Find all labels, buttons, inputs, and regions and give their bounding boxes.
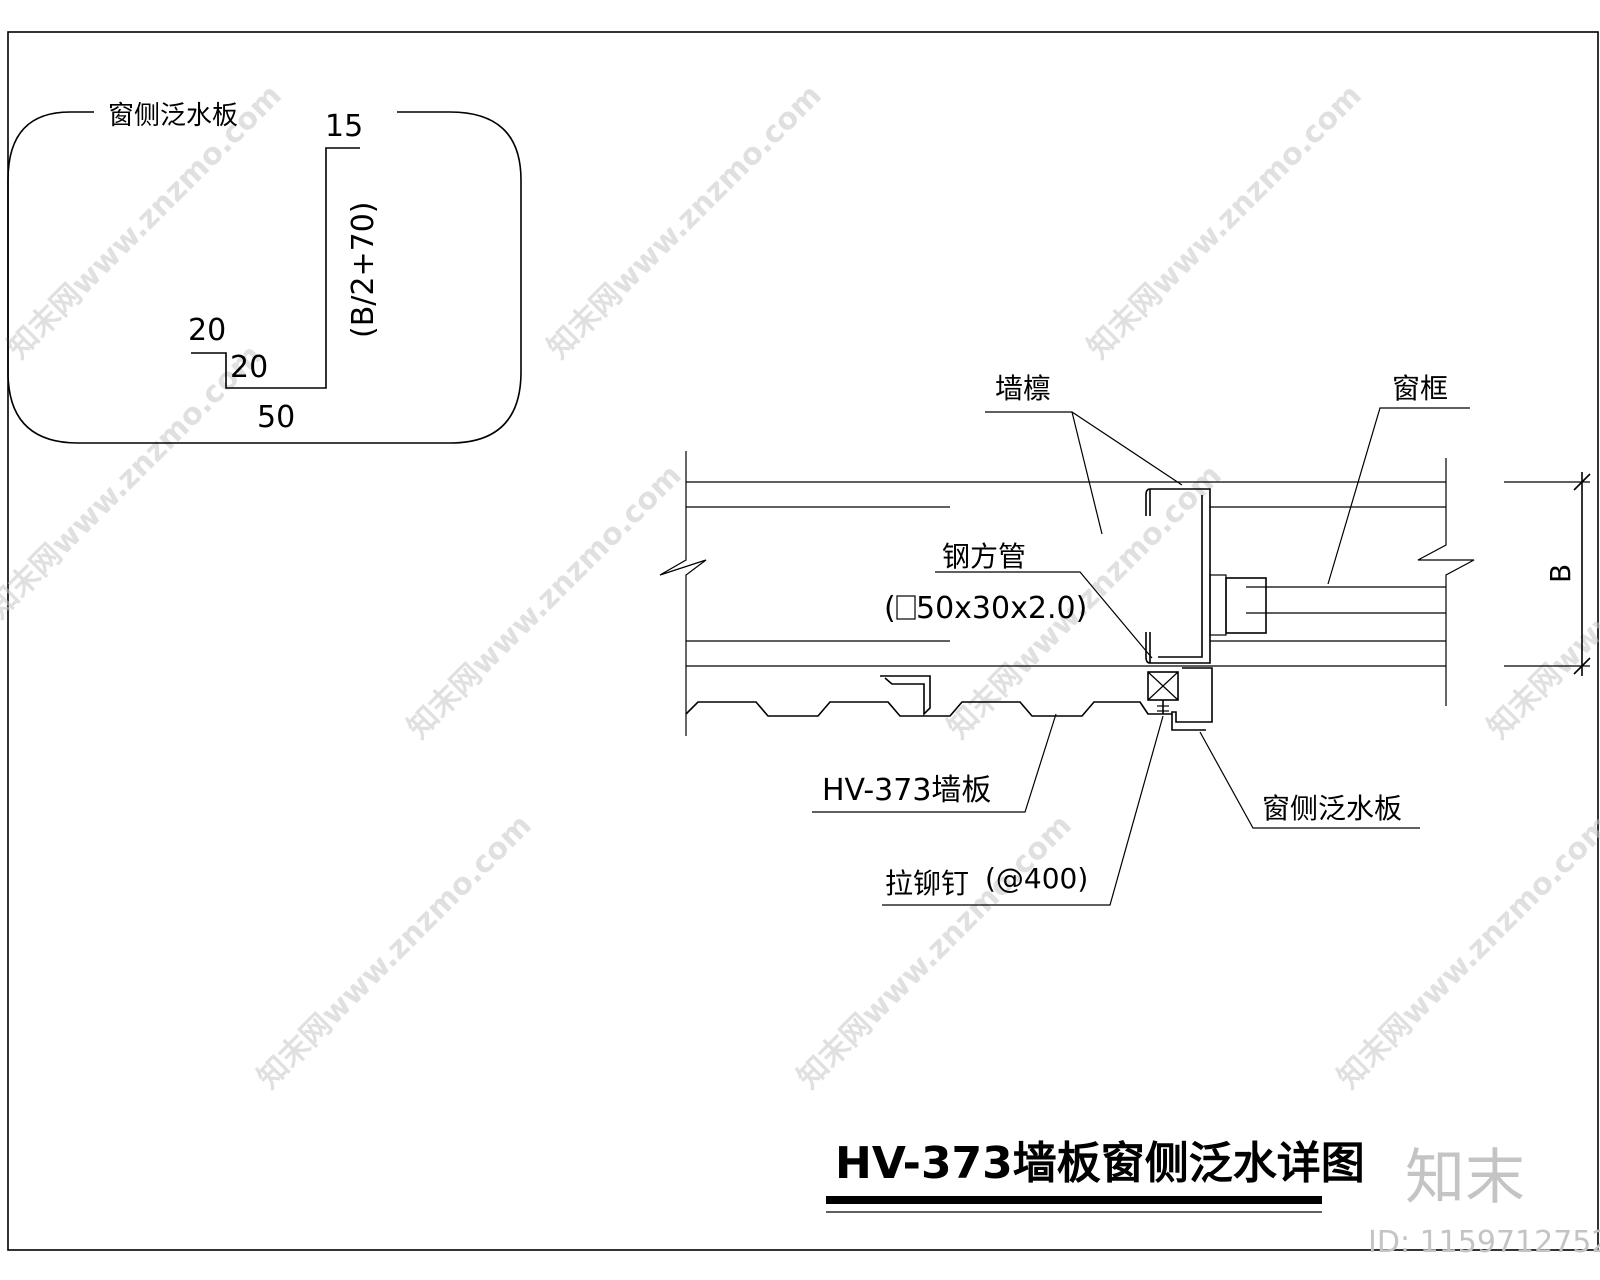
watermark-text: 知末网www.znzmo.com bbox=[1331, 808, 1600, 1096]
label-rivet: 拉铆钉 bbox=[885, 867, 969, 900]
label-wall-panel: HV-373墙板 bbox=[822, 773, 991, 808]
dim-height: (B/2+70) bbox=[346, 202, 381, 339]
dim-b-tick bbox=[1573, 657, 1591, 675]
detail-frame bbox=[7, 111, 522, 444]
wall-panel-profile bbox=[685, 701, 1172, 717]
watermark-text: 知末网www.znzmo.com bbox=[0, 338, 269, 626]
wall-section: B 墙檩 窗框 钢方管 ( 50x30x2.0) HV-373墙板 窗侧泛水板 … bbox=[659, 372, 1591, 906]
label-flashing: 窗侧泛水板 bbox=[1262, 792, 1402, 825]
dim-top-flange: 15 bbox=[325, 109, 363, 144]
label-tube-spec-post: 50x30x2.0) bbox=[916, 591, 1087, 626]
watermark-text: 知末网www.znzmo.com bbox=[541, 78, 829, 366]
wall-panel-leader bbox=[812, 713, 1057, 813]
watermark-text: 知末网www.znzmo.com bbox=[251, 808, 539, 1096]
square-section-symbol bbox=[896, 595, 916, 620]
watermark-text: 知末网www.znzmo.com bbox=[401, 458, 689, 746]
flashing-leader bbox=[1199, 731, 1420, 829]
label-window-frame: 窗框 bbox=[1392, 372, 1448, 405]
dim-lip-horizontal: 20 bbox=[230, 350, 268, 385]
steel-tube-leader bbox=[935, 571, 1153, 659]
wall-panel-hook bbox=[880, 675, 931, 716]
watermark-text: 知末网www.znzmo.com bbox=[791, 808, 1079, 1096]
drawing-title-block: HV-373墙板窗侧泛水详图 bbox=[826, 1138, 1365, 1213]
label-tube-spec-pre: ( bbox=[884, 591, 896, 626]
rivet-leader bbox=[882, 715, 1164, 906]
label-purlin: 墙檩 bbox=[995, 372, 1051, 405]
dim-bottom-width: 50 bbox=[257, 400, 295, 435]
steel-tube-cross bbox=[1147, 671, 1179, 701]
flashing-in-section bbox=[1171, 667, 1213, 731]
detail-title: 窗侧泛水板 bbox=[108, 101, 238, 131]
drawing-border bbox=[7, 31, 1599, 1251]
label-rivet-spacing: (@400) bbox=[985, 862, 1088, 895]
c-purlin bbox=[1145, 488, 1211, 664]
dim-b-tick bbox=[1573, 473, 1591, 491]
window-frame-leader bbox=[1327, 407, 1470, 585]
dim-lip-vertical: 20 bbox=[188, 313, 226, 348]
flashing-profile-line bbox=[191, 147, 360, 389]
drawing-title: HV-373墙板窗侧泛水详图 bbox=[835, 1138, 1365, 1189]
window-frame-block bbox=[1225, 577, 1267, 634]
purlin-leader bbox=[985, 411, 1183, 486]
flashing-profile-detail: 窗侧泛水板 15 (B/2+70) 20 20 50 bbox=[7, 101, 522, 444]
window-frame-block-inner bbox=[1209, 574, 1227, 636]
watermark-id: ID: 1159712752 bbox=[1368, 1225, 1600, 1260]
left-break-line bbox=[659, 451, 707, 736]
title-underline bbox=[826, 1196, 1322, 1204]
right-break-line bbox=[1417, 458, 1475, 706]
label-steel-tube: 钢方管 bbox=[942, 540, 1026, 573]
watermark-text: 知末网www.znzmo.com bbox=[1081, 78, 1369, 366]
watermark-logo: 知末 bbox=[1405, 1143, 1525, 1213]
purlin-leader bbox=[1071, 411, 1103, 535]
dim-b-label: B bbox=[1544, 564, 1577, 583]
label-tube-spec: ( 50x30x2.0) bbox=[884, 591, 1087, 626]
